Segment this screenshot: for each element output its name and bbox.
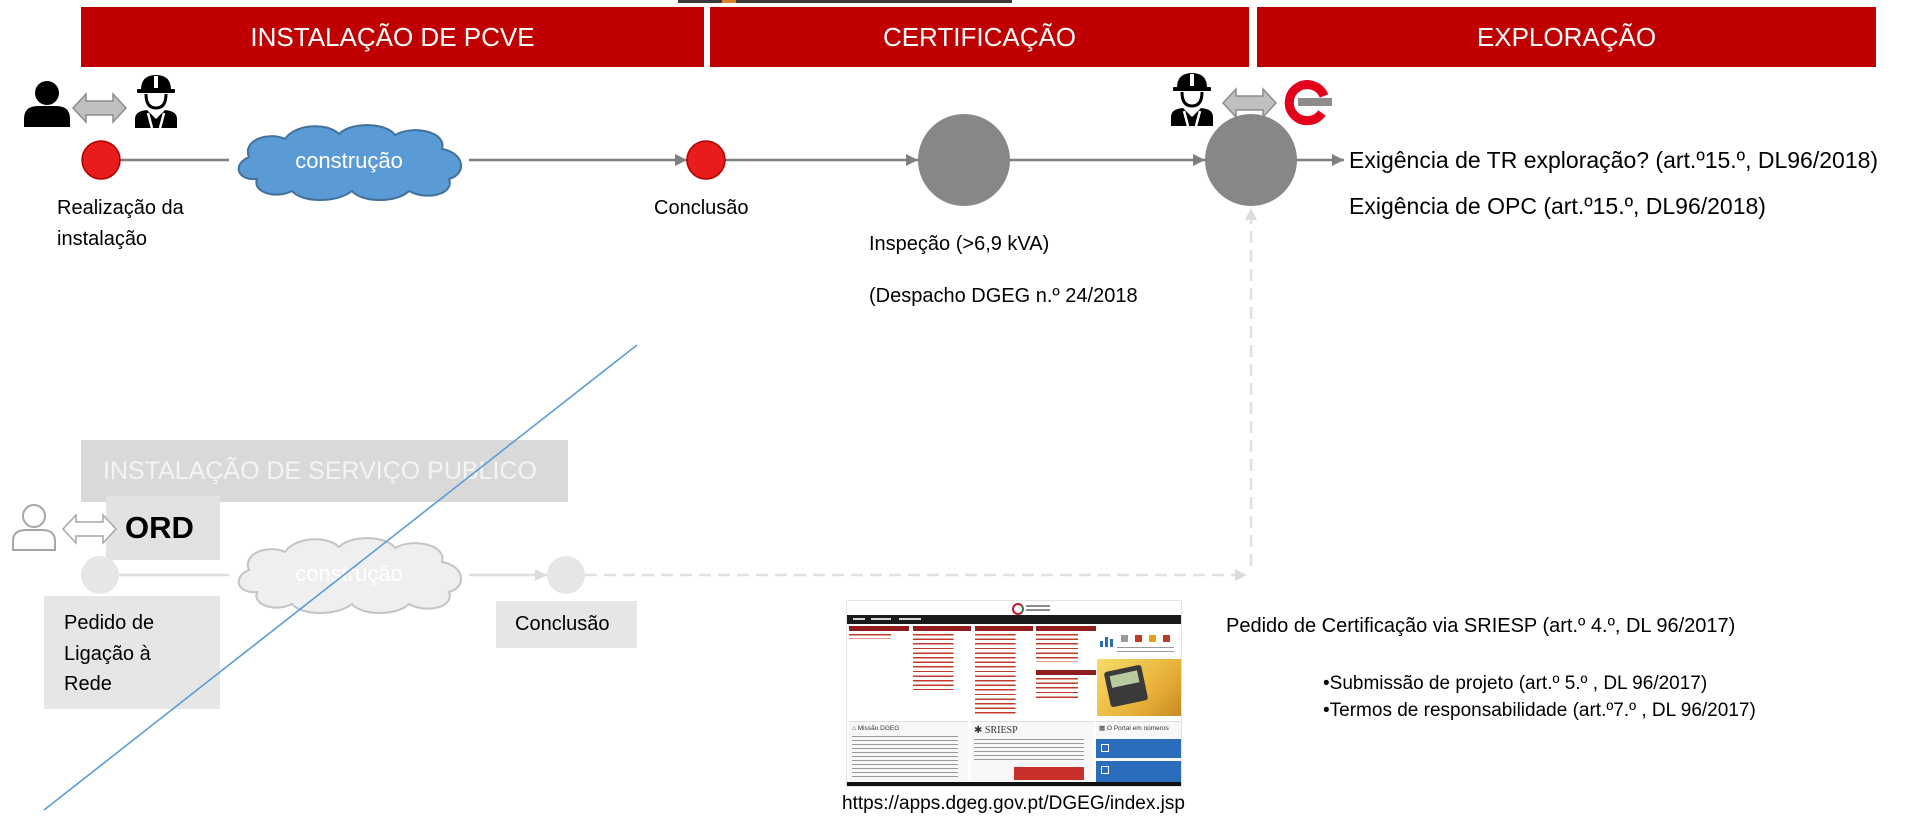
site-menu-header bbox=[975, 626, 1033, 631]
portal-stat-tile bbox=[1096, 739, 1181, 758]
public-service-end-label: Conclusão bbox=[496, 601, 637, 648]
calendar-icon bbox=[1101, 766, 1109, 774]
certification-request-title: Pedido de Certificação via SRIESP (art.º… bbox=[1226, 615, 1736, 637]
installation-start-node bbox=[81, 140, 121, 180]
installation-end-label: Conclusão bbox=[654, 197, 749, 219]
label-line: Ligação à bbox=[64, 642, 151, 665]
site-panel-sriesp: ✱ SRIESP bbox=[971, 721, 1094, 783]
stats-bars-icon bbox=[1100, 635, 1114, 647]
site-menu-column bbox=[975, 626, 1033, 714]
installation-end-node bbox=[686, 140, 726, 180]
site-panel-mission: ⌂ Missão DGEG bbox=[849, 721, 968, 783]
person-outline-icon bbox=[12, 504, 56, 551]
cropped-top-fragment bbox=[678, 0, 1012, 3]
site-shortcut-icon bbox=[1163, 635, 1170, 642]
site-panel-title: ⌂ Missão DGEG bbox=[852, 725, 899, 733]
exploration-opc-requirement: Exigência de OPC (art.º15.º, DL96/2018) bbox=[1349, 193, 1766, 219]
site-menu-links bbox=[975, 634, 1033, 714]
site-shortcut-icon bbox=[1135, 635, 1142, 642]
portal-stat-tile bbox=[1096, 761, 1181, 782]
header-certification: CERTIFICAÇÃO bbox=[710, 7, 1249, 67]
site-menu-header bbox=[1036, 670, 1096, 675]
chart-icon: ▦ bbox=[1099, 725, 1106, 732]
cloud-label: construção bbox=[295, 561, 403, 586]
site-menu-header bbox=[1036, 626, 1096, 631]
site-panel-text bbox=[974, 739, 1090, 763]
certification-request-bullet: •Submissão de projeto (art.º 5.º , DL 96… bbox=[1323, 673, 1708, 694]
site-logo-icon bbox=[1012, 603, 1024, 615]
site-logo-wordmark bbox=[1026, 605, 1050, 607]
site-panel-portal: ▦ O Portal em números bbox=[1096, 721, 1181, 783]
diagonal-strike-line bbox=[43, 344, 638, 811]
site-footer-bar bbox=[847, 782, 1181, 786]
site-nav-item bbox=[899, 618, 921, 620]
site-panel-title: ▦ O Portal em números bbox=[1099, 725, 1169, 733]
panel-title-text: SRIESP bbox=[984, 725, 1018, 736]
site-panel-text bbox=[852, 736, 964, 778]
multimeter-display bbox=[1109, 670, 1140, 688]
construction-cloud: construção bbox=[237, 124, 463, 201]
installation-start-label: Realização da instalação bbox=[57, 193, 184, 255]
multimeter-icon bbox=[1103, 664, 1149, 708]
panel-title-text: Missão DGEG bbox=[857, 725, 900, 732]
construction-cloud: construção bbox=[237, 537, 463, 614]
site-shortcut-icon bbox=[1149, 635, 1156, 642]
exploration-tr-requirement: Exigência de TR exploração? (art.º15.º, … bbox=[1349, 147, 1879, 173]
site-menu-links bbox=[913, 634, 971, 690]
exploration-node bbox=[1205, 114, 1297, 206]
site-menu-column bbox=[849, 626, 909, 639]
label-line: Realização da bbox=[57, 197, 184, 219]
construction-worker-icon bbox=[135, 75, 177, 129]
site-shortcut-icon bbox=[1121, 635, 1128, 642]
person-icon bbox=[24, 81, 70, 127]
users-icon bbox=[1101, 744, 1109, 752]
inspection-node bbox=[918, 114, 1010, 206]
ord-label: ORD bbox=[106, 496, 220, 560]
site-menu-header bbox=[849, 626, 909, 631]
multimeter-photo bbox=[1097, 659, 1181, 716]
site-nav-item bbox=[853, 618, 865, 620]
site-menu-column bbox=[1036, 626, 1096, 700]
site-menu-header bbox=[913, 626, 971, 631]
home-icon: ⌂ bbox=[852, 725, 856, 732]
site-menu-links bbox=[1036, 678, 1096, 700]
site-shortcut-captions bbox=[1117, 647, 1177, 652]
site-menu-links bbox=[1036, 634, 1096, 662]
construction-worker-icon bbox=[1171, 73, 1213, 127]
panel-title-text: O Portal em números bbox=[1106, 725, 1169, 732]
site-panel-title: ✱ SRIESP bbox=[974, 725, 1018, 736]
label-line: instalação bbox=[57, 228, 148, 250]
inspection-label: Inspeção (>6,9 kVA) bbox=[869, 233, 1050, 255]
cropped-top-fragment-accent bbox=[722, 0, 736, 3]
lightbulb-icon: ✱ bbox=[974, 725, 983, 736]
certification-request-bullet: •Termos de responsabilidade (art.º7.º , … bbox=[1323, 700, 1756, 721]
site-nav-item bbox=[871, 618, 891, 620]
header-installation: INSTALAÇÃO DE PCVE bbox=[81, 7, 704, 67]
header-exploration: EXPLORAÇÃO bbox=[1257, 7, 1876, 67]
e-logo-icon bbox=[1284, 80, 1332, 126]
double-arrow-icon bbox=[71, 92, 128, 124]
sriesp-access-button bbox=[1014, 767, 1084, 780]
cloud-label: construção bbox=[295, 148, 403, 173]
dispatch-label: (Despacho DGEG n.º 24/2018 bbox=[869, 285, 1138, 307]
connection-request-box: Pedido de Ligação à Rede bbox=[44, 596, 220, 709]
public-service-end-node bbox=[547, 556, 585, 594]
site-menu-column bbox=[913, 626, 971, 690]
double-arrow-icon bbox=[1221, 87, 1278, 119]
label-line: Pedido de bbox=[64, 612, 155, 634]
dgeg-portal-link[interactable]: https://apps.dgeg.gov.pt/DGEG/index.jsp bbox=[842, 793, 1185, 814]
dgeg-website-screenshot: ⌂ Missão DGEG ✱ SRIESP ▦ O Portal em núm… bbox=[847, 601, 1181, 786]
site-nav-bar bbox=[847, 615, 1181, 624]
label-line: Rede bbox=[64, 673, 112, 695]
public-service-start-node bbox=[81, 556, 119, 594]
site-menu-links bbox=[849, 634, 909, 639]
public-service-title: INSTALAÇÃO DE SERVIÇO PUBLICO bbox=[81, 440, 568, 502]
